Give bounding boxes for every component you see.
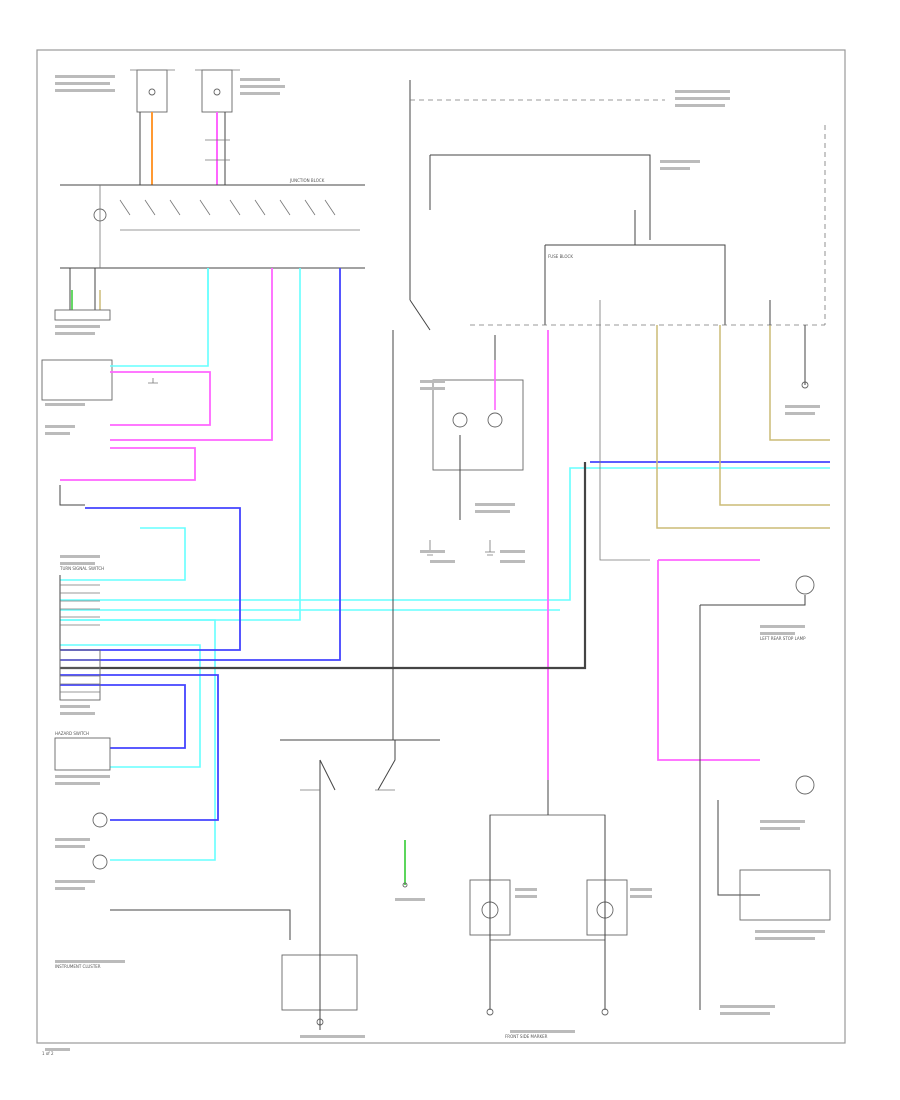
side-marker-lamps — [469, 780, 628, 1016]
label-fuse-block: FUSE BLOCK — [548, 254, 573, 259]
blue-wires — [60, 268, 830, 821]
hazard-switch-box — [54, 737, 111, 771]
label-hazard-switch: HAZARD SWITCH — [55, 731, 89, 736]
license-lamps — [432, 335, 524, 520]
tan-wires — [656, 325, 830, 529]
dark-harness — [60, 462, 587, 670]
label-junction-block: JUNCTION BLOCK — [289, 178, 325, 183]
fuse-box-left — [130, 69, 240, 113]
rear-connector — [739, 869, 831, 921]
right-turn-indicator — [92, 812, 108, 828]
label-front-side-marker: FRONT SIDE MARKER — [505, 1034, 548, 1039]
cyan-wires — [60, 268, 830, 861]
junction-block — [60, 184, 365, 269]
label-page-ref: 1 of 2 — [42, 1051, 54, 1056]
turn-signal-switch — [59, 575, 101, 701]
label-instrument-cluster: INSTRUMENT CLUSTER — [55, 964, 101, 969]
tiny-labels — [45, 75, 825, 1051]
label-turn-signal-switch: TURN SIGNAL SWITCH — [59, 566, 104, 571]
diagram-frame — [36, 49, 846, 1044]
left-turn-indicator — [92, 854, 108, 870]
relay-box — [41, 359, 113, 401]
label-left-rear-stop-lamp: LEFT REAR STOP LAMP — [760, 636, 806, 641]
fuse-block-right — [470, 210, 825, 561]
pink-wires — [60, 268, 760, 780]
right-lamp-lower — [795, 775, 815, 795]
right-lamp-upper — [795, 575, 815, 595]
